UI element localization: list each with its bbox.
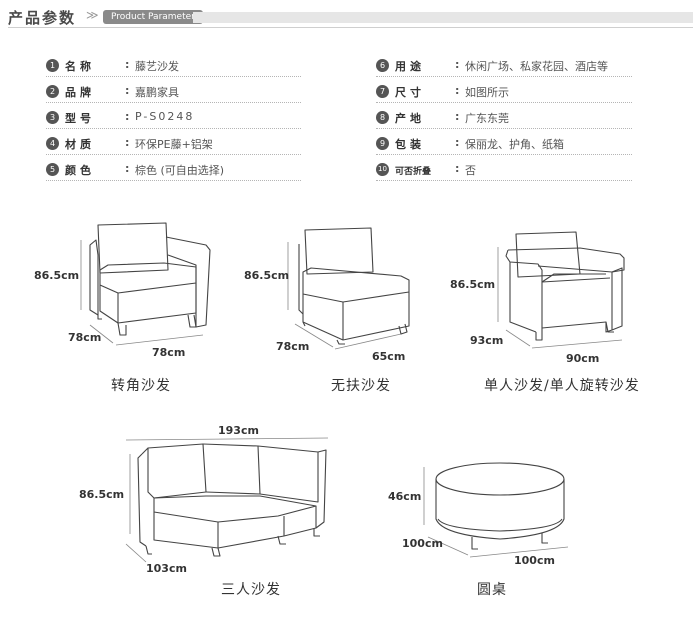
number-badge: 3 <box>46 111 59 124</box>
dotted-rule <box>46 76 301 78</box>
spec-value: 如图所示 <box>465 86 509 99</box>
spec-label: 可否折叠 <box>395 167 432 177</box>
spec-row: 1 名称 : 藤艺沙发 <box>46 56 301 78</box>
armless-sofa-drawing <box>287 227 410 350</box>
spec-colon: : <box>125 136 130 149</box>
spec-label: 颜色 <box>65 164 95 177</box>
dotted-rule <box>46 154 301 156</box>
dotted-rule <box>46 102 301 104</box>
dim-height: 86.5cm <box>34 269 80 282</box>
dim-height: 86.5cm <box>450 278 496 291</box>
corner-sofa-drawing <box>80 222 211 346</box>
dotted-rule <box>46 128 301 130</box>
header-bar <box>193 12 693 23</box>
number-badge: 5 <box>46 163 59 176</box>
spec-label: 包装 <box>395 138 425 151</box>
single-sofa-drawing <box>497 231 625 349</box>
round-table-drawing <box>423 462 569 558</box>
header-divider <box>8 27 693 28</box>
spec-value: 环保PE藤+铝架 <box>135 138 213 151</box>
spec-value: 否 <box>465 164 476 177</box>
three-seat-sofa-drawing <box>125 437 329 563</box>
spec-value: 嘉鹏家具 <box>135 86 179 99</box>
section-tag: Product Parameter <box>103 10 203 24</box>
spec-label: 品牌 <box>65 86 95 99</box>
dim-depth: 103cm <box>146 562 187 575</box>
dim-height: 46cm <box>388 490 422 503</box>
product-caption: 转角沙发 <box>111 378 171 394</box>
number-badge: 10 <box>376 163 389 176</box>
spec-colon: : <box>455 58 460 71</box>
spec-row: 9 包装 : 保丽龙、护角、纸箱 <box>376 134 632 156</box>
spec-colon: : <box>125 110 130 123</box>
dim-depth: 93cm <box>470 334 504 347</box>
spec-label: 型号 <box>65 112 95 125</box>
product-caption: 单人沙发/单人旋转沙发 <box>484 378 640 394</box>
spec-label: 名称 <box>65 60 95 73</box>
number-badge: 8 <box>376 111 389 124</box>
product-caption: 圆桌 <box>477 582 507 598</box>
dim-height: 86.5cm <box>244 269 290 282</box>
spec-colon: : <box>455 162 460 175</box>
number-badge: 6 <box>376 59 389 72</box>
dim-width: 193cm <box>218 424 259 437</box>
spec-value: P-S0248 <box>135 110 195 123</box>
spec-row: 8 产地 : 广东东莞 <box>376 108 632 130</box>
spec-value: 棕色 (可自由选择) <box>135 164 225 177</box>
number-badge: 1 <box>46 59 59 72</box>
spec-row: 7 尺寸 : 如图所示 <box>376 82 632 104</box>
dotted-rule <box>376 76 632 78</box>
spec-colon: : <box>455 110 460 123</box>
section-header: 产品参数 ≫ Product Parameter <box>0 0 699 34</box>
product-caption: 三人沙发 <box>221 582 281 598</box>
product-caption: 无扶沙发 <box>331 378 391 394</box>
number-badge: 4 <box>46 137 59 150</box>
dim-depth: 78cm <box>68 331 102 344</box>
spec-value: 保丽龙、护角、纸箱 <box>465 138 564 151</box>
spec-colon: : <box>125 162 130 175</box>
spec-row: 2 品牌 : 嘉鹏家具 <box>46 82 301 104</box>
spec-label: 尺寸 <box>395 86 425 99</box>
dim-depth: 78cm <box>276 340 310 353</box>
dim-height: 86.5cm <box>79 488 125 501</box>
dotted-rule <box>376 128 632 130</box>
dim-depth: 100cm <box>402 537 443 550</box>
dotted-rule <box>376 154 632 156</box>
section-title: 产品参数 <box>8 9 77 27</box>
number-badge: 9 <box>376 137 389 150</box>
spec-row: 6 用途 : 休闲广场、私家花园、酒店等 <box>376 56 632 78</box>
spec-value: 藤艺沙发 <box>135 60 179 73</box>
spec-value: 休闲广场、私家花园、酒店等 <box>465 60 608 73</box>
number-badge: 7 <box>376 85 389 98</box>
number-badge: 2 <box>46 85 59 98</box>
spec-label: 材质 <box>65 138 95 151</box>
spec-colon: : <box>125 84 130 97</box>
spec-row: 5 颜色 : 棕色 (可自由选择) <box>46 160 301 182</box>
spec-colon: : <box>125 58 130 71</box>
spec-row: 4 材质 : 环保PE藤+铝架 <box>46 134 301 156</box>
spec-value: 广东东莞 <box>465 112 509 125</box>
double-chevron-icon: ≫ <box>86 8 99 22</box>
spec-colon: : <box>455 84 460 97</box>
dim-width: 65cm <box>372 350 406 363</box>
dim-width: 90cm <box>566 352 600 365</box>
dotted-rule <box>376 180 632 182</box>
spec-row: 3 型号 : P-S0248 <box>46 108 301 130</box>
dim-width: 78cm <box>152 346 186 359</box>
dim-width: 100cm <box>514 554 555 567</box>
spec-label: 产地 <box>395 112 425 125</box>
spec-label: 用途 <box>395 60 425 73</box>
dotted-rule <box>46 180 301 182</box>
spec-colon: : <box>455 136 460 149</box>
spec-row: 10 可否折叠 : 否 <box>376 160 632 182</box>
dotted-rule <box>376 102 632 104</box>
